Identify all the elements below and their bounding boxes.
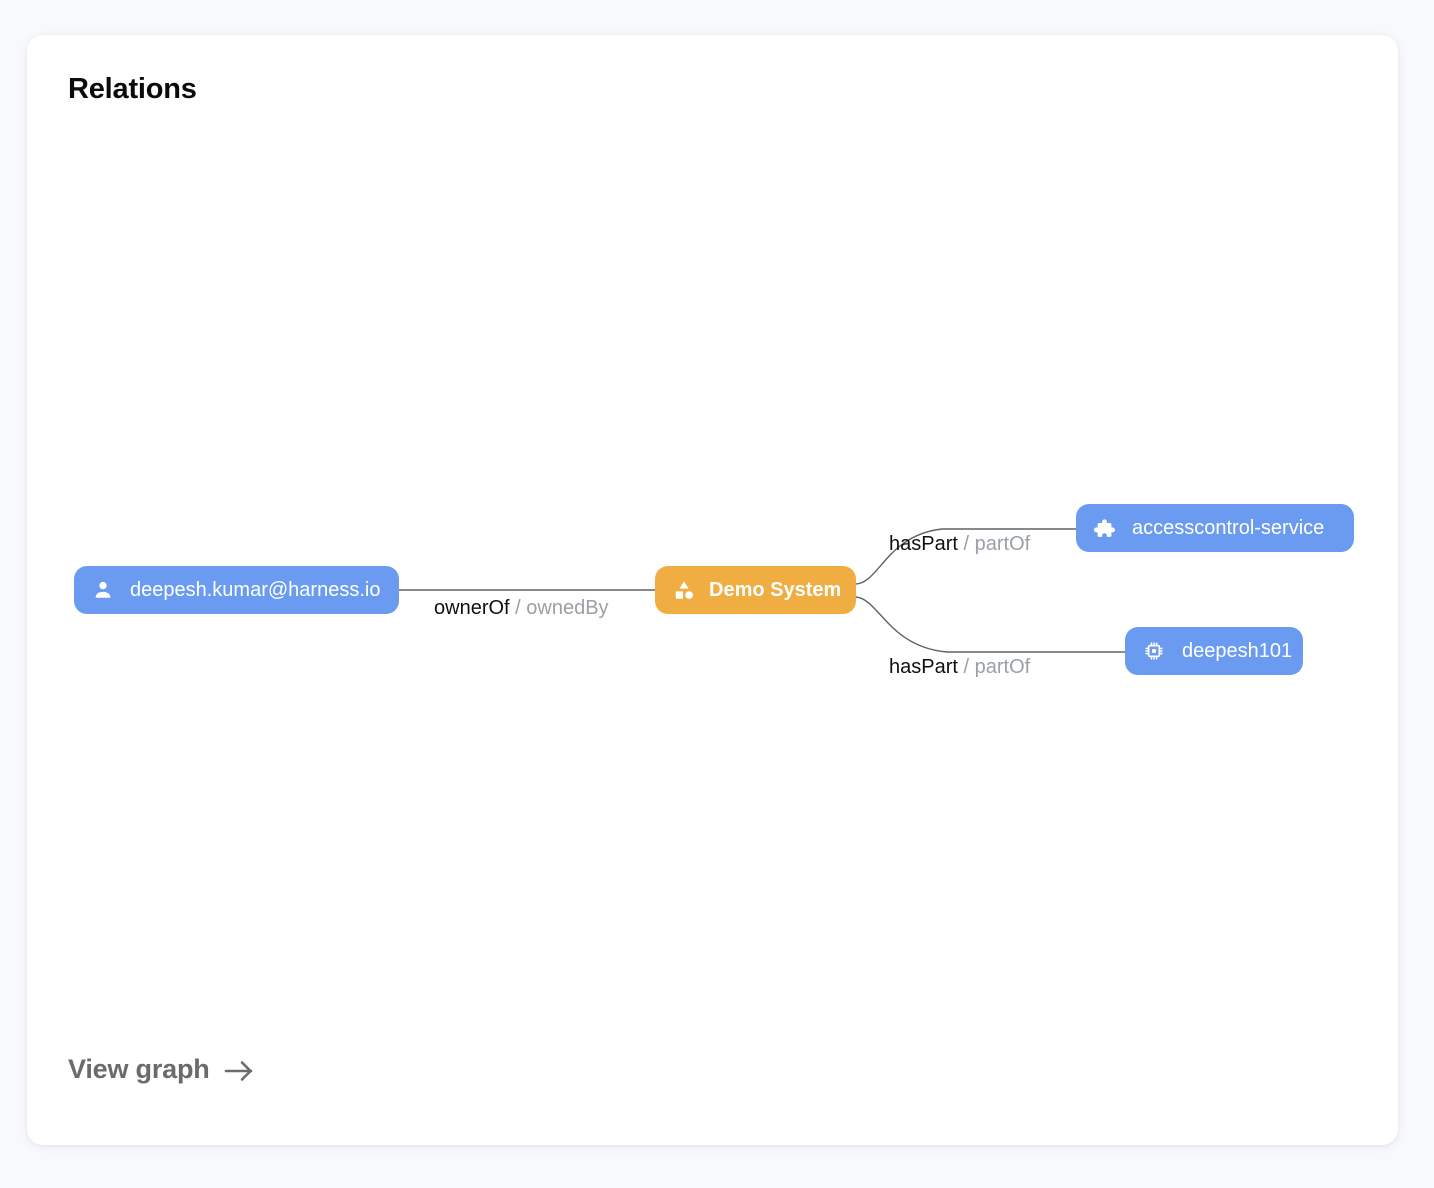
graph-node-user[interactable]: deepesh.kumar@harness.io [74,566,399,614]
edge-label-ownerof: ownerOf / ownedBy [434,597,609,620]
relations-card: Relations deepesh.kumar@harness.io [27,35,1398,1145]
arrow-right-icon [223,1058,255,1084]
edge-label-haspart-deepesh101-reverse: partOf [974,656,1031,678]
graph-node-deepesh101-label: deepesh101 [1182,639,1293,662]
edge-haspart-2-line [855,596,1125,653]
graph-node-deepesh101[interactable]: deepesh101 [1125,627,1303,675]
chip-icon [1143,640,1165,662]
edge-label-haspart-accesscontrol: hasPart / partOf [889,533,1030,556]
page-title: Relations [68,73,197,105]
edge-label-haspart-accesscontrol-separator: / [963,533,975,555]
graph-node-system[interactable]: Demo System [655,566,856,614]
relations-graph[interactable]: deepesh.kumar@harness.io Demo System acc… [27,35,1398,1145]
edge-label-haspart-deepesh101-separator: / [963,656,975,678]
view-graph-label: View graph [68,1054,210,1084]
view-graph-link[interactable]: View graph [68,1054,255,1085]
edge-label-ownerof-forward: ownerOf [434,597,510,619]
edge-label-ownerof-separator: / [515,597,527,619]
puzzle-icon [1093,517,1116,540]
graph-node-user-label: deepesh.kumar@harness.io [130,578,381,601]
category-icon [673,579,695,601]
edge-label-haspart-deepesh101: hasPart / partOf [889,656,1030,679]
edge-label-ownerof-reverse: ownedBy [526,597,609,619]
graph-node-accesscontrol-service[interactable]: accesscontrol-service [1076,504,1354,552]
edge-label-haspart-accesscontrol-forward: hasPart [889,533,958,555]
edge-label-haspart-accesscontrol-reverse: partOf [974,533,1031,555]
edge-label-haspart-deepesh101-forward: hasPart [889,656,958,678]
person-icon [92,579,114,601]
graph-node-system-label: Demo System [709,578,842,601]
graph-node-accesscontrol-service-label: accesscontrol-service [1132,516,1325,539]
